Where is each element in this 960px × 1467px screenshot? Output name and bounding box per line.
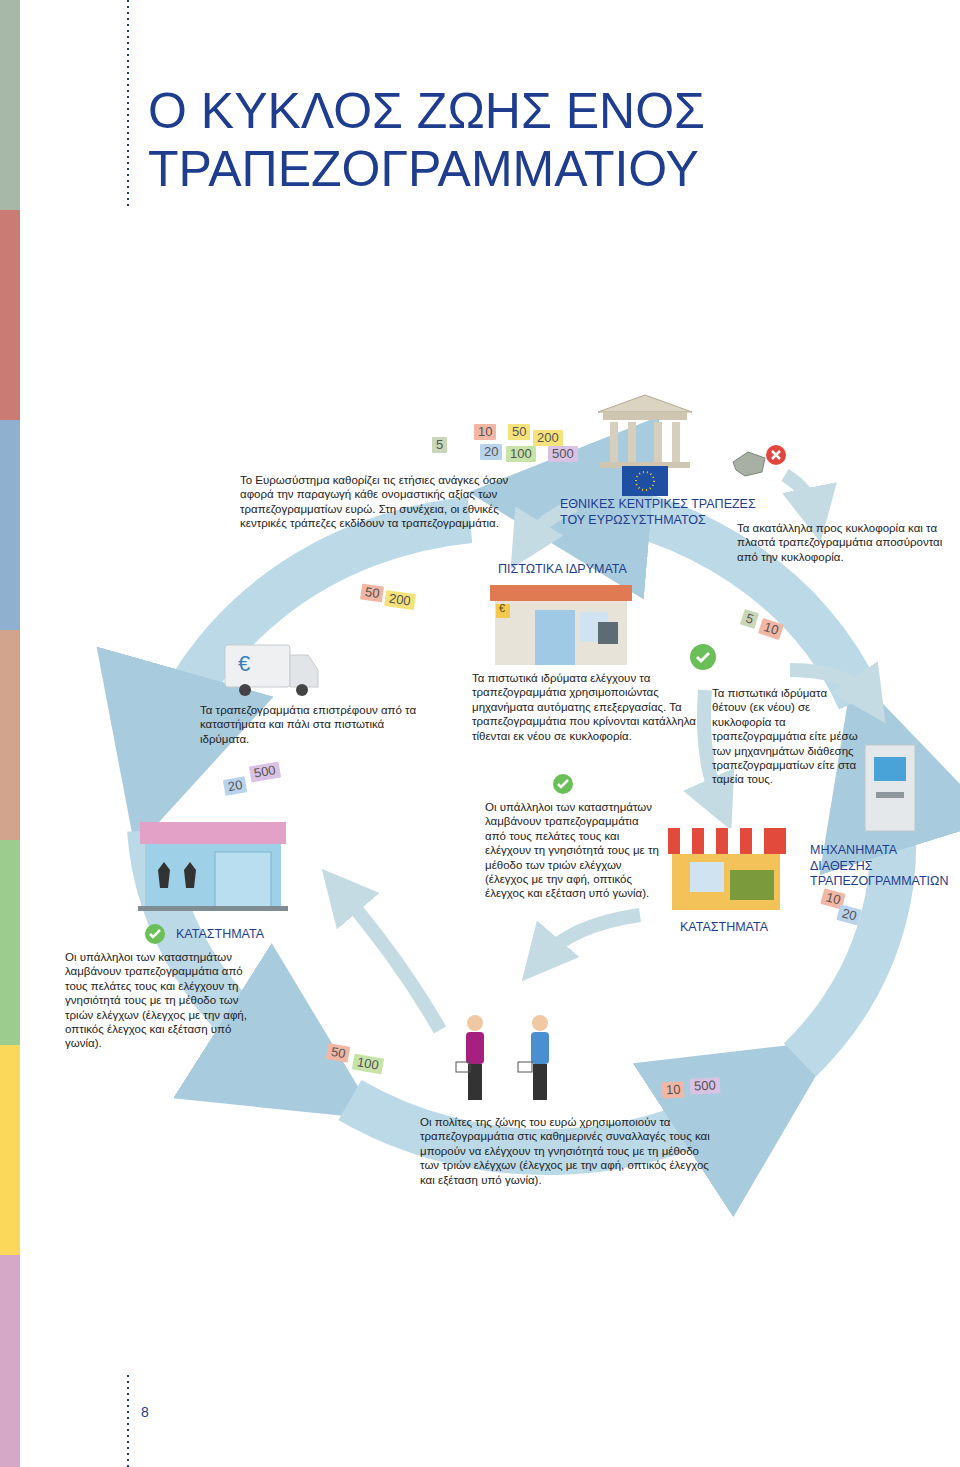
banknote-value: 500 — [249, 762, 281, 783]
banknote-value: 50 — [326, 1043, 351, 1063]
dotted-rule — [127, 0, 129, 210]
description-text: Οι υπάλληλοι των καταστημάτων λαμβάνουν … — [485, 800, 660, 901]
reject-mark — [766, 445, 786, 465]
banknote-value: 20 — [223, 776, 248, 796]
banknote-value: 500 — [690, 1077, 720, 1095]
banknote-value: 20 — [836, 904, 862, 925]
bank-icon — [598, 395, 692, 496]
reject-mark — [772, 451, 780, 459]
description-text: Οι υπάλληλοι των καταστημάτων λαμβάνουν … — [65, 950, 265, 1051]
check-mark — [145, 644, 716, 944]
banknote-value: 200 — [533, 430, 563, 446]
shop-icon — [138, 822, 288, 911]
banknote-value: 50 — [360, 584, 384, 603]
euro-sign: € — [238, 650, 250, 678]
description-text: Το Ευρωσύστημα καθορίζει τις ετήσιες ανά… — [240, 473, 515, 531]
side-strip — [0, 0, 20, 1467]
banknote-value: 100 — [506, 446, 536, 462]
truck-icon — [225, 645, 318, 696]
description-text: Τα τραπεζογραμμάτια επιστρέφουν από τα κ… — [200, 703, 435, 746]
market-icon — [668, 828, 786, 910]
banknote-value: 10 — [474, 424, 496, 440]
banknote-value: 10 — [662, 1081, 685, 1098]
place-label: ΜΗΧΑΝΗΜΑΤΑ ΔΙΑΘΕΣΗΣ ΤΡΑΠΕΖΟΓΡΑΜΜΑΤΙΩΝ — [810, 843, 958, 890]
worn-note — [733, 452, 765, 476]
place-label: ΚΑΤΑΣΤΗΜΑΤΑ — [176, 927, 286, 943]
description-text: Τα ακατάλληλα προς κυκλοφορία και τα πλα… — [737, 521, 957, 564]
bank-branch-icon — [490, 585, 632, 665]
people-icon — [456, 1015, 549, 1100]
description-text: Τα πιστωτικά ιδρύματα θέτουν (εκ νέου) σ… — [712, 686, 862, 787]
banknote-value: 5 — [432, 437, 447, 453]
banknote-value: 5 — [740, 609, 759, 629]
banknote-value: 500 — [548, 446, 578, 462]
place-label: ΚΑΤΑΣΤΗΜΑΤΑ — [680, 920, 790, 936]
banknote-value: 200 — [384, 590, 416, 610]
page-title: Ο ΚΥΚΛΟΣ ΖΩΗΣ ΕΝΟΣ ΤΡΑΠΕΖΟΓΡΑΜΜΑΤΙΟΥ — [148, 82, 938, 198]
dotted-rule — [127, 1375, 129, 1467]
banknote-value: 20 — [480, 444, 502, 460]
euro-sign: € — [499, 602, 505, 616]
description-text: Οι πολίτες της ζώνης του ευρώ χρησιμοποι… — [420, 1115, 715, 1187]
banknote-value: 100 — [352, 1054, 384, 1075]
description-text: Τα πιστωτικά ιδρύματα ελέγχουν τα τραπεζ… — [472, 671, 707, 743]
banknote-value: 50 — [508, 424, 530, 440]
page-number: 8 — [141, 1404, 149, 1422]
place-label: ΠΙΣΤΩΤΙΚΑ ΙΔΡΥΜΑΤΑ — [498, 562, 658, 578]
atm-icon — [865, 745, 915, 831]
